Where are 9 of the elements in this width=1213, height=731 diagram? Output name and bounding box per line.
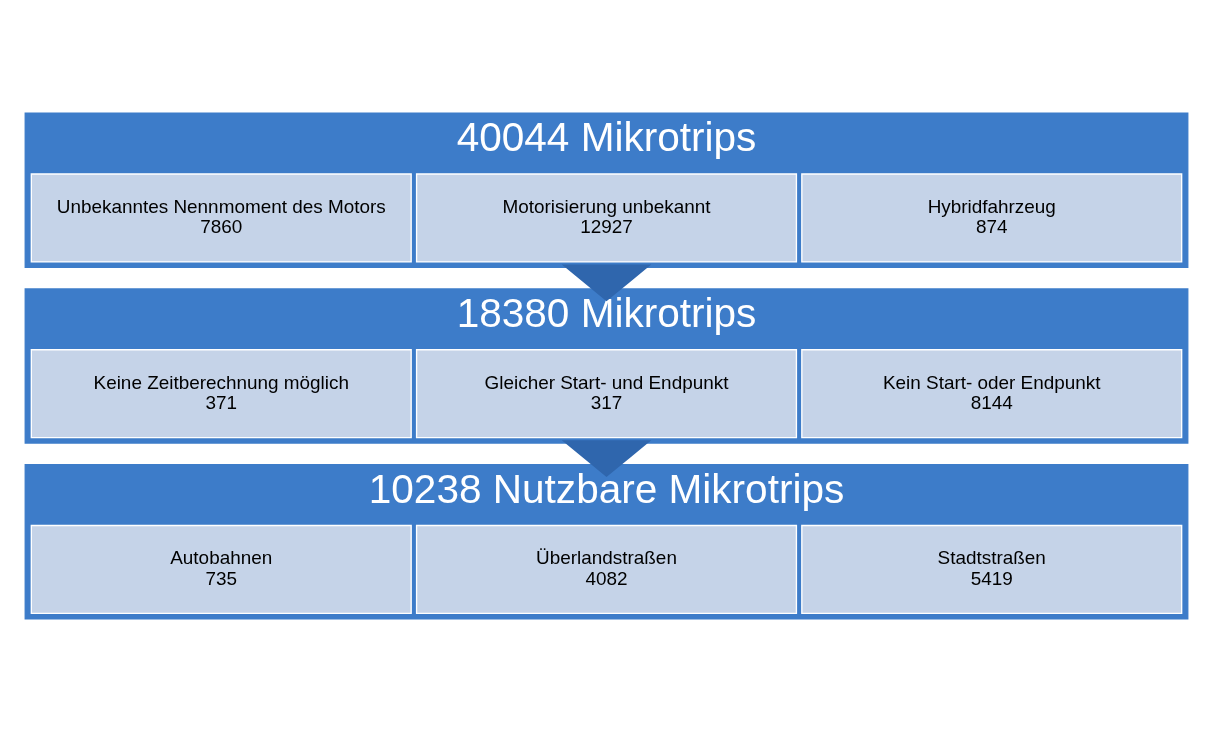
node-box: Kein Start- oder Endpunkt 8144 <box>801 348 1183 438</box>
node-box: Motorisierung unbekannt 12927 <box>415 172 798 263</box>
node-box: Hybridfahrzeug 874 <box>801 172 1183 263</box>
node-box: Überlandstraßen 4082 <box>415 524 798 614</box>
node-box: Unbekanntes Nennmoment des Motors 7860 <box>30 172 412 263</box>
node-box: Autobahnen 735 <box>30 524 412 614</box>
node-box: Keine Zeitberechnung möglich 371 <box>30 348 412 438</box>
node-box: Stadtstraßen 5419 <box>801 524 1183 614</box>
node-box: Gleicher Start- und Endpunkt 317 <box>415 348 798 438</box>
